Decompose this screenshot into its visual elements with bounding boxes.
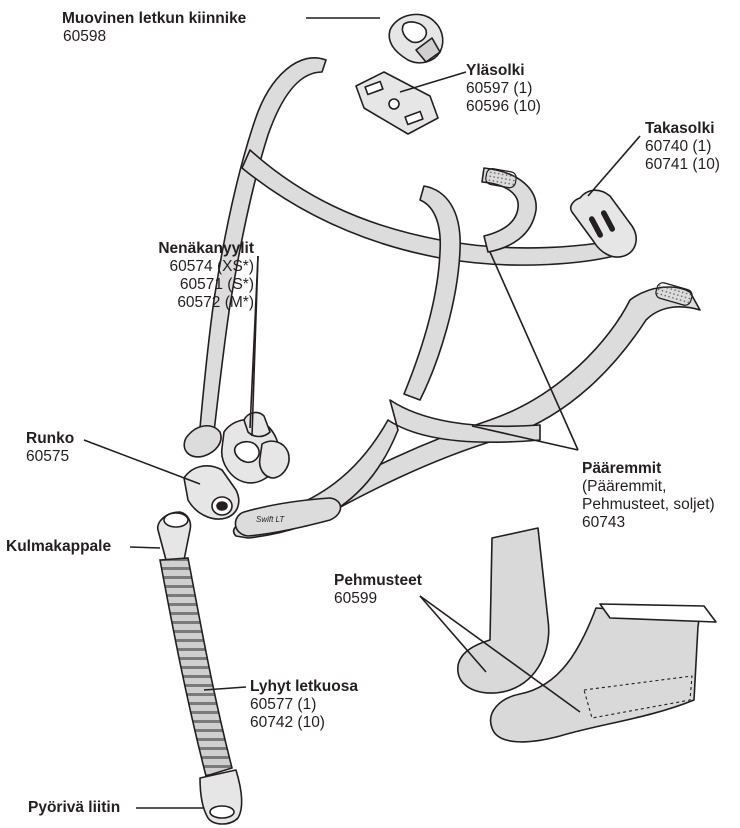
leader-top-buckle bbox=[400, 72, 466, 92]
rear-buckle-code-1: 60740 (1) bbox=[645, 138, 720, 156]
headgear-title: Pääremmit bbox=[582, 460, 715, 478]
leader-pads-a bbox=[420, 596, 486, 672]
label-tube-clip-code: 60598 bbox=[63, 28, 106, 46]
frame-code: 60575 bbox=[26, 448, 74, 466]
headgear-code-1: (Pääremmit, bbox=[582, 478, 715, 496]
frame-title: Runko bbox=[26, 430, 74, 448]
elbow-title: Kulmakappale bbox=[6, 538, 111, 556]
leader-elbow bbox=[130, 547, 160, 548]
pads-part bbox=[458, 528, 716, 742]
nasal-pillows-part bbox=[222, 413, 289, 483]
leader-frame bbox=[84, 440, 200, 484]
tube-clip-code: 60598 bbox=[63, 28, 106, 46]
nasal-pillows-code-1: 60574 (XS*) bbox=[106, 258, 254, 276]
elbow-part bbox=[158, 512, 191, 565]
short-tube-code-2: 60742 (10) bbox=[250, 714, 358, 732]
label-swivel: Pyörivä liitin bbox=[28, 799, 120, 817]
label-tube-clip: Muovinen letkun kiinnike bbox=[62, 10, 246, 28]
rear-buckle-title: Takasolki bbox=[645, 120, 720, 138]
short-tube-title: Lyhyt letkuosa bbox=[250, 678, 358, 696]
leader-rear-buckle bbox=[588, 136, 640, 196]
nasal-pillows-title: Nenäkanyylit bbox=[106, 240, 254, 258]
headgear-code-2: Pehmusteet, soljet) bbox=[582, 496, 715, 514]
label-nasal-pillows: Nenäkanyylit 60574 (XS*) 60571 (S*) 6057… bbox=[106, 240, 254, 312]
product-mark: Swift LT bbox=[256, 515, 285, 524]
swivel-part bbox=[200, 770, 242, 824]
label-short-tube: Lyhyt letkuosa 60577 (1) 60742 (10) bbox=[250, 678, 358, 732]
pads-code: 60599 bbox=[334, 590, 422, 608]
strap-dotted-tip bbox=[485, 168, 517, 189]
top-buckle-code-1: 60597 (1) bbox=[466, 80, 541, 98]
short-tube-part bbox=[160, 558, 232, 776]
label-rear-buckle: Takasolki 60740 (1) 60741 (10) bbox=[645, 120, 720, 174]
nasal-pillows-code-2: 60571 (S*) bbox=[106, 276, 254, 294]
tube-clip-title: Muovinen letkun kiinnike bbox=[62, 10, 246, 28]
label-pads: Pehmusteet 60599 bbox=[334, 572, 422, 608]
label-headgear: Pääremmit (Pääremmit, Pehmusteet, soljet… bbox=[582, 460, 715, 532]
tube-clip-part bbox=[389, 14, 443, 62]
top-buckle-title: Yläsolki bbox=[466, 62, 541, 80]
top-buckle-code-2: 60596 (10) bbox=[466, 98, 541, 116]
rear-buckle-code-2: 60741 (10) bbox=[645, 156, 720, 174]
pads-title: Pehmusteet bbox=[334, 572, 422, 590]
label-frame: Runko 60575 bbox=[26, 430, 74, 466]
headgear-code-3: 60743 bbox=[582, 514, 715, 532]
top-buckle-part bbox=[356, 72, 438, 134]
short-tube-code-1: 60577 (1) bbox=[250, 696, 358, 714]
label-elbow: Kulmakappale bbox=[6, 538, 111, 556]
swivel-title: Pyörivä liitin bbox=[28, 799, 120, 817]
label-top-buckle: Yläsolki 60597 (1) 60596 (10) bbox=[466, 62, 541, 116]
nasal-pillows-code-3: 60572 (M*) bbox=[106, 294, 254, 312]
